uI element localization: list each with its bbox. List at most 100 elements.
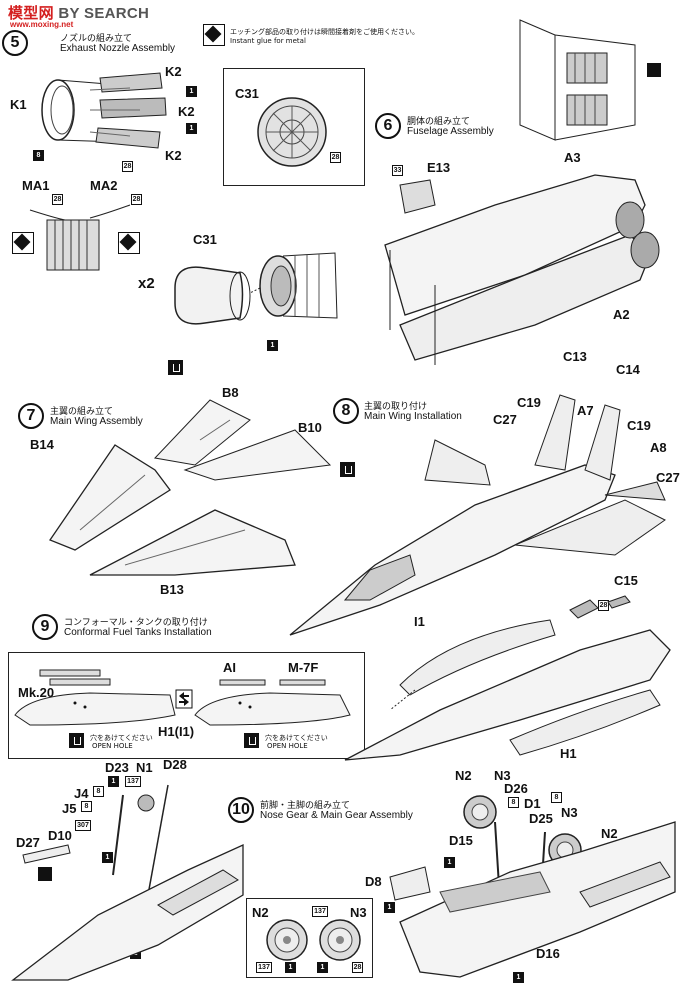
- step-5-title-en: Exhaust Nozzle Assembly: [60, 43, 176, 54]
- step-7-title-en: Main Wing Assembly: [50, 416, 143, 427]
- badge-1: 1: [186, 86, 197, 97]
- part-b13: B13: [160, 582, 184, 597]
- step-6-number: 6: [375, 113, 401, 139]
- badge-28: 28: [52, 194, 63, 205]
- part-d27: D27: [16, 835, 40, 850]
- part-n1: N1: [136, 760, 153, 775]
- part-ma2: MA2: [90, 178, 118, 193]
- part-b14: B14: [30, 437, 54, 452]
- part-n2-right: N2: [601, 826, 618, 841]
- main-wing-drawing: [49, 399, 332, 576]
- arrow-symbol: [175, 689, 193, 709]
- main-gear-drawing: [389, 795, 676, 978]
- watermark-search: SEARCH: [84, 5, 150, 22]
- badge-1: 1: [384, 902, 395, 913]
- badge-137: 137: [125, 776, 141, 787]
- nose-gear-drawing: [11, 784, 244, 981]
- step-9-number: 9: [32, 614, 58, 640]
- part-d15: D15: [449, 833, 473, 848]
- badge-28: 28: [352, 962, 363, 973]
- badge-1: 1: [267, 340, 278, 351]
- watermark-site: www.moxing.net: [10, 20, 74, 29]
- watermark-logo: 模型网 BY SEARCH: [8, 2, 149, 23]
- open-hole-symbol: [168, 360, 183, 375]
- part-d10: D10: [48, 828, 72, 843]
- part-j4: J4: [74, 786, 89, 801]
- badge-1: 1: [317, 962, 328, 973]
- badge-1: 1: [285, 962, 296, 973]
- glue-note-en: Instant glue for metal: [230, 37, 306, 45]
- part-d16: D16: [536, 946, 560, 961]
- wing-installation-drawing: [289, 394, 666, 636]
- step-8-number: 8: [333, 398, 359, 424]
- fuselage-drawing: [384, 174, 660, 365]
- part-b8: B8: [222, 385, 239, 400]
- part-d28: D28: [163, 757, 187, 772]
- part-c27-left: C27: [493, 412, 517, 427]
- instant-glue-symbol: [203, 24, 225, 46]
- badge-28: 28: [122, 161, 133, 172]
- c31-detail-drawing: [257, 97, 327, 167]
- open-hole-jp: 穴をあけてください: [90, 734, 153, 742]
- step-8-title-jp: 主翼の取り付け: [364, 402, 428, 412]
- badge-137: 137: [312, 906, 328, 917]
- badge-28: 28: [330, 152, 341, 163]
- badge-307: 307: [75, 820, 91, 831]
- part-n3-detail: N3: [350, 905, 367, 920]
- badge-8: 8: [81, 801, 92, 812]
- step-10-number: 10: [228, 797, 254, 823]
- step-6-title-en: Fuselage Assembly: [407, 126, 494, 137]
- part-k1: K1: [10, 97, 27, 112]
- badge-1: 1: [108, 776, 119, 787]
- step-6-title-jp: 胴体の組み立て: [407, 117, 471, 127]
- open-hole-symbol: [244, 733, 259, 748]
- multiplier-x2: x2: [138, 275, 155, 292]
- part-e13: E13: [427, 160, 451, 175]
- step-7-title-jp: 主翼の組み立て: [50, 407, 114, 417]
- open-hole-symbol: [69, 733, 84, 748]
- badge-8: 8: [33, 150, 44, 161]
- part-c15: C15: [614, 573, 638, 588]
- conformal-tank-box: [8, 652, 365, 759]
- step-5-number: 5: [2, 30, 28, 56]
- badge-28: 28: [598, 600, 609, 611]
- part-mk20: Mk.20: [18, 685, 55, 700]
- badge-8: 8: [93, 786, 104, 797]
- part-k2-top: K2: [165, 64, 182, 79]
- c31-detail-box: [223, 68, 365, 186]
- badge-1: 1: [444, 857, 455, 868]
- step-8-title-en: Main Wing Installation: [364, 411, 462, 422]
- instant-glue-symbol: [118, 232, 140, 254]
- part-d26: D26: [504, 781, 528, 796]
- part-j5: J5: [62, 801, 77, 816]
- open-hole-en: OPEN HOLE: [267, 742, 308, 750]
- watermark-brand-latin: BY: [58, 5, 80, 22]
- part-d25: D25: [529, 811, 553, 826]
- badge-1: 1: [186, 123, 197, 134]
- step-5-title-jp: ノズルの組み立て: [60, 34, 133, 44]
- part-c19-left: C19: [517, 395, 541, 410]
- part-a8: A8: [650, 440, 667, 455]
- part-b10: B10: [298, 420, 322, 435]
- glue-note-jp: エッチング部品の取り付けは瞬間接着剤をご使用ください。: [230, 28, 419, 36]
- etched-screen-drawing: [29, 204, 131, 271]
- part-d1: D1: [524, 796, 541, 811]
- part-k2-mid: K2: [178, 104, 195, 119]
- part-c31-detail: C31: [235, 86, 259, 101]
- step-9-title-jp: コンフォーマル・タンクの取り付け: [64, 618, 208, 628]
- step-7-number: 7: [18, 403, 44, 429]
- part-a7: A7: [577, 403, 594, 418]
- part-n2-detail: N2: [252, 905, 269, 920]
- part-d8: D8: [365, 874, 382, 889]
- part-n3-main: N3: [494, 768, 511, 783]
- part-n3-right: N3: [561, 805, 578, 820]
- step-10-title-jp: 前脚・主脚の組み立て: [260, 801, 351, 811]
- part-c13: C13: [563, 349, 587, 364]
- part-d23: D23: [105, 760, 129, 775]
- open-hole-symbol: [340, 462, 355, 477]
- part-k2-bottom: K2: [165, 148, 182, 163]
- part-ma1: MA1: [22, 178, 50, 193]
- instant-glue-symbol: [12, 232, 34, 254]
- part-h1-i1: H1(I1): [158, 724, 195, 739]
- wheel-detail-box: [246, 898, 373, 978]
